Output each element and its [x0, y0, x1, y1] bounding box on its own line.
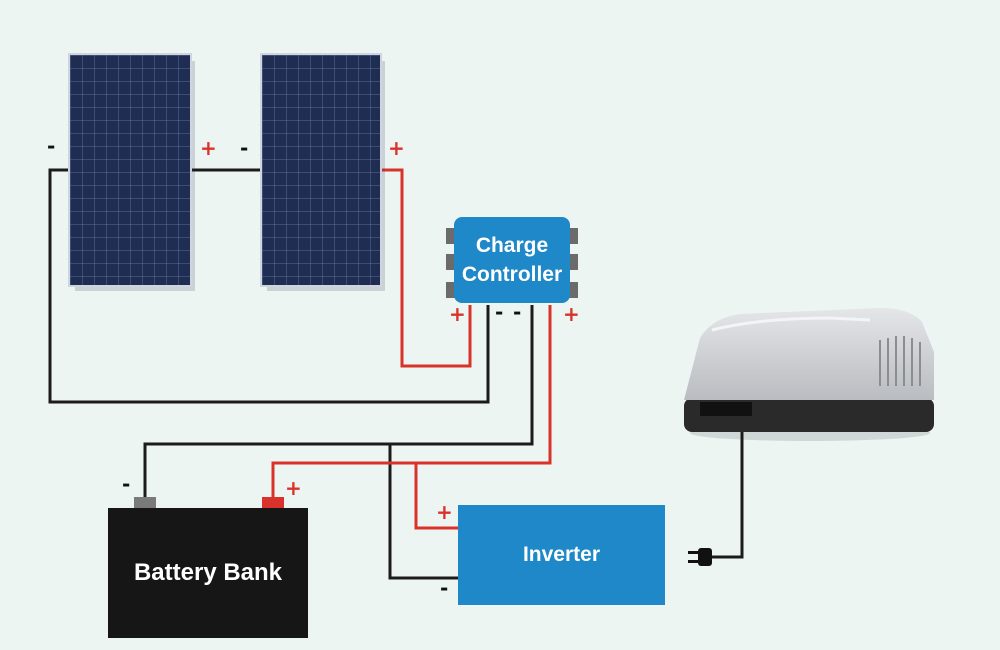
charge-controller-line1: Charge [475, 234, 549, 257]
charge-controller-line2: Controller [461, 263, 563, 286]
controller-negative-sign-2: - [513, 300, 522, 324]
battery-bank [108, 497, 308, 638]
panel1-negative-sign: - [47, 134, 56, 158]
inverter [458, 505, 665, 605]
negative-wires [48, 168, 534, 580]
panel2-positive-sign: + [388, 136, 405, 160]
wire-inverter-neg [388, 444, 458, 580]
positive-wires [271, 168, 552, 530]
solar-panel-1 [68, 53, 195, 291]
solar-panel-2 [260, 53, 385, 291]
charge-controller-label: Charge Controller [454, 217, 570, 303]
panel2-negative-sign: - [240, 136, 249, 160]
charge-controller [446, 217, 578, 303]
wire-controller-neg-to-battery [143, 305, 534, 498]
battery-bank-label: Battery Bank [133, 559, 283, 586]
panel1-positive-sign: + [200, 136, 217, 160]
power-plug-icon [688, 548, 712, 566]
inverter-positive-sign: + [436, 500, 453, 524]
inverter-negative-sign: - [440, 576, 449, 600]
controller-input-positive-sign: + [449, 302, 466, 326]
power-cord [688, 432, 744, 566]
controller-output-positive-sign: + [563, 302, 580, 326]
rv-air-conditioner-icon [684, 308, 934, 441]
controller-negative-sign-1: - [495, 300, 504, 324]
inverter-label: Inverter [522, 543, 601, 566]
battery-positive-sign: + [285, 476, 302, 500]
wire-inverter-pos [414, 463, 458, 530]
wire-controller-pos-to-battery [271, 305, 552, 498]
wire-panel2-pos-to-controller [380, 168, 472, 368]
wire-panel1-neg-to-controller [48, 168, 490, 404]
battery-negative-sign: - [122, 472, 131, 496]
